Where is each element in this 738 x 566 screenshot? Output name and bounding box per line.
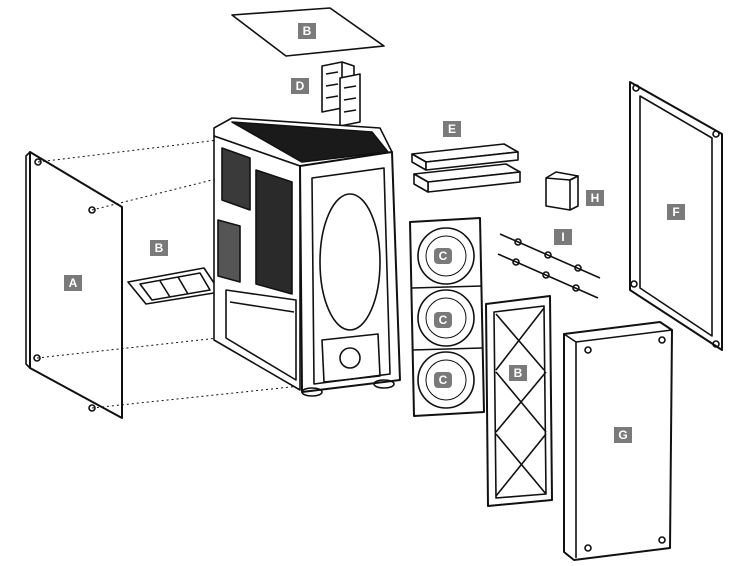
rgb-cables-i (497, 233, 601, 299)
label-a: A (64, 275, 82, 291)
label-e: E (443, 121, 461, 137)
label-f: F (667, 204, 685, 220)
psu-dust-filter (127, 267, 221, 305)
case-chassis (213, 117, 401, 397)
label-g: G (614, 427, 632, 443)
drive-cage-d (321, 61, 361, 127)
ssd-trays-e (411, 143, 521, 193)
label-b-left: B (150, 240, 168, 256)
label-b-front: B (509, 365, 527, 381)
label-h: H (586, 190, 604, 206)
assembly-guide-lines (36, 139, 301, 409)
front-dust-filter-b (485, 295, 553, 507)
label-c1: C (434, 248, 452, 264)
label-c2: C (434, 312, 452, 328)
rgb-hub-h (545, 171, 579, 211)
label-i: I (554, 229, 572, 245)
label-b-top: B (298, 23, 316, 39)
label-c3: C (434, 372, 452, 388)
label-d: D (291, 78, 309, 94)
